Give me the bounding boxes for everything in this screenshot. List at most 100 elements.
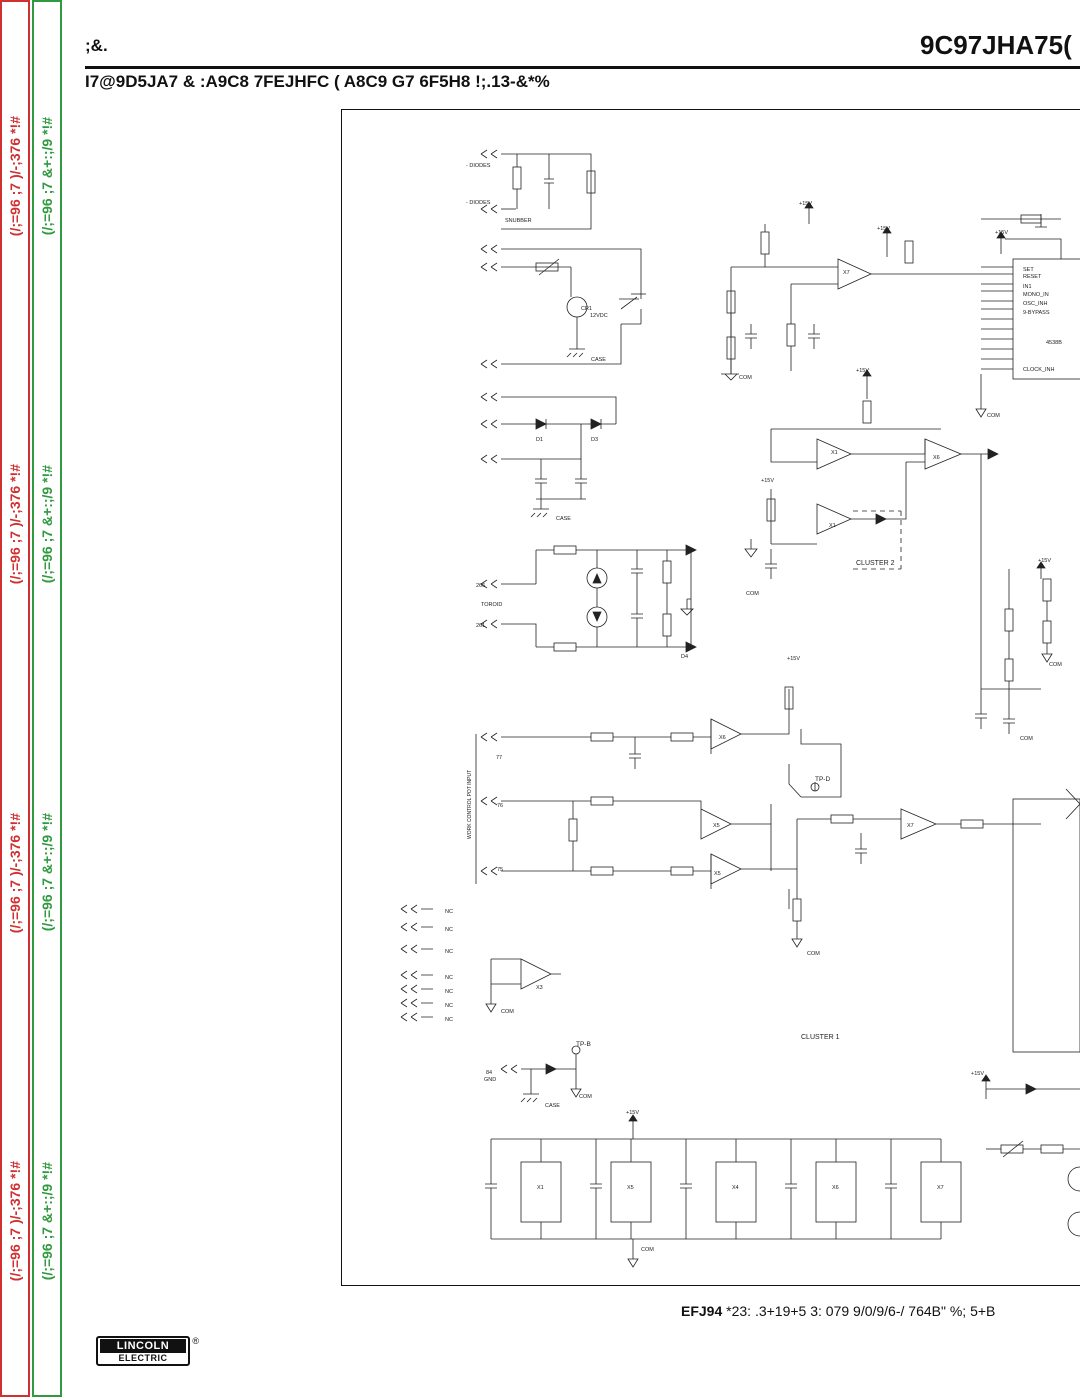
svg-text:+15V: +15V — [787, 656, 800, 662]
snubber-section — [480, 149, 596, 230]
svg-text:COM: COM — [987, 413, 1000, 419]
svg-text:X6: X6 — [933, 455, 940, 461]
svg-text:9-BYPASS: 9-BYPASS — [1023, 310, 1050, 316]
svg-text:COM: COM — [1049, 662, 1062, 668]
svg-text:X1: X1 — [537, 1185, 544, 1191]
page-title: 9C97JHA75( — [920, 30, 1072, 60]
svg-text:X3: X3 — [536, 985, 543, 991]
gnd-section — [500, 1045, 582, 1103]
section-tab-label[interactable]: (/;=96 ;7 )/-;376 *!# — [7, 812, 23, 933]
svg-text:CR1: CR1 — [581, 306, 592, 312]
header-divider — [85, 66, 1080, 69]
section-tab-label[interactable]: (/;=96 ;7 )/-;376 *!# — [7, 116, 23, 237]
svg-text:NC: NC — [445, 989, 453, 995]
svg-text:X6: X6 — [719, 735, 726, 741]
footer-note: EFJ94 *23: .3+19+5 3: 079 9/0/9/6-/ 764B… — [681, 1303, 995, 1319]
svg-text:+15V: +15V — [1038, 558, 1051, 564]
svg-text:X4: X4 — [732, 1185, 739, 1191]
svg-text:NC: NC — [445, 909, 453, 915]
svg-text:X5: X5 — [713, 823, 720, 829]
lincoln-electric-logo: LINCOLN ELECTRIC ® — [96, 1336, 199, 1366]
relay-section — [480, 244, 646, 369]
opamp-block-upper — [721, 201, 981, 381]
diode-bridge-section — [480, 392, 617, 518]
svg-text:+15V: +15V — [761, 478, 774, 484]
svg-text:+15V: +15V — [877, 226, 890, 232]
svg-text:CASE: CASE — [591, 357, 606, 363]
work-control-section — [475, 686, 1041, 948]
svg-text:4538B: 4538B — [1046, 340, 1062, 346]
svg-text:+15V: +15V — [626, 1110, 639, 1116]
svg-text:X7: X7 — [843, 270, 850, 276]
svg-text:+15V: +15V — [856, 368, 869, 374]
cluster-2-label: CLUSTER 2 — [856, 560, 895, 567]
svg-text:NC: NC — [445, 975, 453, 981]
bottom-right-section — [981, 1074, 1080, 1237]
footer-code: EFJ94 — [681, 1303, 723, 1319]
svg-text:X1: X1 — [829, 523, 836, 529]
bypass-cap-row — [485, 1114, 962, 1268]
svg-text:COM: COM — [807, 951, 820, 957]
svg-text:CASE: CASE — [545, 1103, 560, 1109]
svg-text:COM: COM — [579, 1094, 592, 1100]
opamp-block-middle — [744, 369, 999, 579]
svg-text:CLOCK_INH: CLOCK_INH — [1023, 367, 1055, 373]
svg-text:NC: NC — [445, 1003, 453, 1009]
svg-text:12VDC: 12VDC — [590, 313, 608, 319]
svg-text:COM: COM — [746, 591, 759, 597]
footer-text: *23: .3+19+5 3: 079 9/0/9/6-/ 764B" %; 5… — [726, 1303, 996, 1319]
section-tab-label[interactable]: (/;=96 ;7 &+:;/9 *!# — [39, 1161, 55, 1280]
section-tab-label[interactable]: (/;=96 ;7 &+:;/9 *!# — [39, 465, 55, 584]
svg-text:261: 261 — [476, 623, 485, 629]
svg-text:COM: COM — [739, 375, 752, 381]
section-tab-label[interactable]: (/;=96 ;7 &+:;/9 *!# — [39, 813, 55, 932]
nc-pins — [400, 904, 561, 1022]
schematic-frame — [341, 109, 1080, 1286]
svg-text:X7: X7 — [937, 1185, 944, 1191]
svg-text:76: 76 — [497, 803, 503, 809]
toroid-section — [480, 544, 697, 653]
svg-text:IN1: IN1 — [1023, 284, 1032, 290]
svg-text:TP-D: TP-D — [815, 776, 830, 783]
svg-text:+15V: +15V — [971, 1071, 984, 1077]
svg-text:266: 266 — [476, 583, 485, 589]
svg-text:- DIODES: - DIODES — [466, 163, 491, 169]
svg-text:D1: D1 — [536, 437, 543, 443]
section-tab-red[interactable]: (/;=96 ;7 )/-;376 *!# (/;=96 ;7 )/-;376 … — [0, 0, 30, 1397]
svg-text:GND: GND — [484, 1077, 496, 1083]
svg-text:+15V: +15V — [799, 201, 812, 207]
svg-text:X5: X5 — [714, 871, 721, 877]
registered-mark: ® — [192, 1336, 199, 1346]
svg-text:TP-B: TP-B — [576, 1041, 591, 1048]
right-lower-section — [975, 454, 1080, 1053]
logo-top-text: LINCOLN — [100, 1339, 186, 1353]
svg-text:77: 77 — [496, 755, 502, 761]
section-tab-label[interactable]: (/;=96 ;7 )/-;376 *!# — [7, 1160, 23, 1281]
svg-text:X7: X7 — [907, 823, 914, 829]
svg-text:NC: NC — [445, 1017, 453, 1023]
svg-text:COM: COM — [1020, 736, 1033, 742]
svg-text:OSC_INH: OSC_INH — [1023, 301, 1047, 307]
section-tab-label[interactable]: (/;=96 ;7 )/-;376 *!# — [7, 464, 23, 585]
svg-text:X5: X5 — [627, 1185, 634, 1191]
svg-text:84: 84 — [486, 1070, 492, 1076]
section-tab-green[interactable]: (/;=96 ;7 &+:;/9 *!# (/;=96 ;7 &+:;/9 *!… — [32, 0, 62, 1397]
svg-text:D4: D4 — [681, 654, 688, 660]
svg-text:COM: COM — [641, 1247, 654, 1253]
ic-4538 — [975, 214, 1080, 418]
svg-text:WORK CONTROL POT INPUT: WORK CONTROL POT INPUT — [467, 770, 473, 839]
svg-text:CASE: CASE — [556, 516, 571, 522]
cluster-1-label: CLUSTER 1 — [801, 1034, 840, 1041]
section-tab-label[interactable]: (/;=96 ;7 &+:;/9 *!# — [39, 116, 55, 236]
svg-text:RESET: RESET — [1023, 274, 1042, 280]
svg-text:NC: NC — [445, 949, 453, 955]
section-code: ;&. — [85, 36, 108, 55]
svg-text:X1: X1 — [831, 450, 838, 456]
page-subtitle: I7@9D5JA7 & :A9C8 7FEJHFC ( A8C9 G7 6F5H… — [85, 72, 550, 91]
logo-bottom-text: ELECTRIC — [118, 1353, 168, 1363]
schematic-diagram: - DIODES - DIODES SNUBBER CR1 12VDC CASE… — [400, 149, 1080, 1268]
svg-text:D3: D3 — [591, 437, 598, 443]
svg-text:SNUBBER: SNUBBER — [505, 218, 532, 224]
svg-text:MONO_IN: MONO_IN — [1023, 292, 1049, 298]
svg-text:COM: COM — [501, 1009, 514, 1015]
